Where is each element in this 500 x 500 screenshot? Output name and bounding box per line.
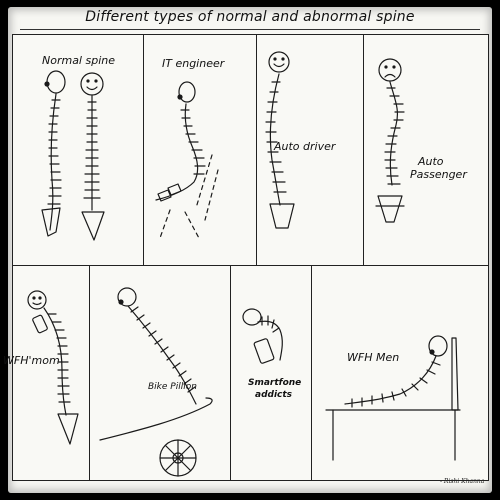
smiley-mouth [86,86,98,91]
ear-mark [177,94,183,100]
head-side [178,81,196,103]
sacrum [269,203,295,229]
sad-face [378,58,402,82]
bed-headboard [451,337,459,411]
smiley-mouth [273,63,285,68]
auto-passenger-spine [375,58,405,223]
vertebra-ticks [351,361,441,408]
wfh-men-spine [325,335,461,461]
chair-dashes [159,154,219,241]
panel-normal-spine [12,34,144,266]
it-engineer-spine [155,81,219,241]
normal-spine-back-view [80,72,105,241]
vertebra-column [127,305,197,405]
ear-mark [118,299,124,305]
head-side [242,308,262,326]
smartphone [253,338,275,364]
phone-in-hand [32,314,48,334]
auto-driver-spine [265,51,295,229]
ear-mark [429,349,435,355]
label-auto-passenger-1: Auto [418,155,444,168]
panel-wfh-men [311,265,489,481]
vertebra-column [155,103,199,201]
vertebra-ticks [47,99,62,205]
vertebra-column [269,73,281,206]
head-side [117,287,137,307]
label-wfh-mom: WFH'mom [3,354,60,367]
smiley-eye-left [32,296,36,300]
panel-smartfone-addicts [230,265,312,481]
artist-signature: - Rishi Khanna [440,478,485,485]
sad-eye-right [392,65,396,69]
vertebra-column [389,81,399,186]
vertebra-ticks [384,87,405,185]
vertebra-ticks [261,315,280,333]
wfh-mom-spine [27,290,79,445]
label-auto-passenger-2: Passenger [410,168,467,181]
smiley-eye-left [86,79,90,83]
panel-wfh-mom [12,265,90,481]
smiley-mouth [32,302,42,306]
title-underline [20,29,480,30]
smiley-face [27,290,47,310]
label-smartfone-2: addicts [255,390,293,400]
bike-seat [99,397,213,441]
label-auto-driver: Auto driver [274,140,336,153]
vertebra-ticks [130,306,196,393]
wheel-spokes [159,439,197,477]
vertebra-ticks [265,81,287,193]
pelvis [81,211,105,241]
lower-blocks [157,183,182,202]
head-side [428,335,448,357]
smiley-face [80,72,104,96]
vertebra-column [257,320,283,361]
label-wfh-men: WFH Men [347,351,400,364]
smartfone-addict-spine [242,308,283,364]
smiley-eye-right [38,296,42,300]
vertebra-column [344,355,437,405]
ear-mark [44,81,50,87]
label-smartfone-1: Smartfone [248,378,302,388]
smiley-eye-right [281,57,285,61]
vertebra-ticks [83,101,101,199]
vertebra-ticks [180,109,206,175]
panel-bike-pillion [89,265,231,481]
label-normal-spine: Normal spine [42,54,115,67]
smiley-eye-right [94,79,98,83]
vertebra-ticks [47,313,71,403]
bike-pillion-spine [99,287,213,477]
normal-spine-side-view [41,70,66,237]
sacrum [57,413,79,445]
smiley-eye-left [273,57,277,61]
label-it-engineer: IT engineer [162,57,225,70]
pelvis [375,195,405,223]
sacrum [41,207,61,237]
smiley-face [268,51,290,73]
label-bike-pillion: Bike Pillion [148,382,197,392]
bed-legs [332,409,456,461]
sad-eye-left [384,65,388,69]
sad-mouth [384,73,396,78]
page-title: Different types of normal and abnormal s… [85,9,415,25]
head-side [46,70,66,94]
